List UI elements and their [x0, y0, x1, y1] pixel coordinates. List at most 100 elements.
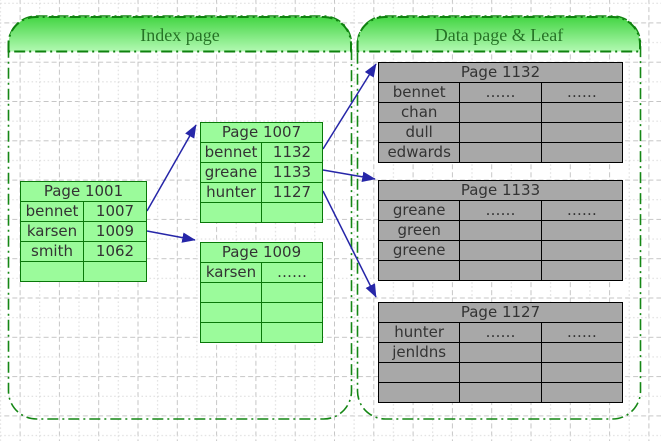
table-cell [459, 142, 542, 163]
arrow-1001-bennet-to-1007 [146, 124, 197, 212]
table-cell [459, 102, 542, 123]
data-page-container [356, 15, 642, 420]
table-cell: greane [377, 200, 461, 221]
table-cell: …… [540, 200, 624, 221]
table-row: green [377, 220, 624, 241]
table-cell [377, 382, 461, 403]
table-cell [459, 260, 542, 281]
index-page-container [7, 15, 353, 420]
table-cell: …… [540, 82, 624, 103]
table-cell [540, 122, 624, 143]
table-cell [83, 261, 147, 282]
table-cell [459, 362, 542, 383]
table-cell [261, 322, 323, 343]
table-cell: …… [540, 322, 624, 343]
table-cell: edwards [377, 142, 461, 163]
table-cell: …… [261, 262, 323, 283]
table-cell: bennet [20, 201, 84, 222]
table-row: jenldns [377, 342, 624, 363]
table-row [20, 261, 147, 282]
table-cell: 1127 [261, 182, 323, 203]
page-table-title: Page 1133 [378, 180, 623, 201]
table-row [377, 362, 624, 383]
table-header-row: Page 1133 [378, 180, 623, 201]
page-table-title: Page 1132 [378, 62, 623, 83]
table-cell [261, 202, 323, 223]
table-cell [377, 362, 461, 383]
table-cell: dull [377, 122, 461, 143]
table-row: dull [377, 122, 624, 143]
table-cell [377, 260, 461, 281]
table-row: bennet………… [377, 82, 624, 103]
table-row [200, 322, 323, 343]
table-row: hunter………… [377, 322, 624, 343]
table-cell [200, 302, 262, 323]
arrow-1001-karsen-to-1009 [146, 230, 196, 243]
table-cell [540, 142, 624, 163]
table-cell: greane [200, 162, 262, 183]
table-cell: 1062 [83, 241, 147, 262]
table-cell: hunter [200, 182, 262, 203]
table-cell: bennet [200, 142, 262, 163]
table-cell [200, 322, 262, 343]
table-cell: green [377, 220, 461, 241]
table-cell: bennet [377, 82, 461, 103]
index-page-header-band [7, 16, 352, 53]
table-cell: smith [20, 241, 84, 262]
table-row: karsen…… [200, 262, 323, 283]
page-table-title: Page 1009 [200, 242, 323, 263]
table-cell: chan [377, 102, 461, 123]
table-cell [540, 342, 624, 363]
table-cell: greene [377, 240, 461, 261]
data-page-title: Data page & Leaf [434, 25, 564, 45]
table-row: edwards [377, 142, 624, 163]
table-cell [540, 102, 624, 123]
table-cell: 1133 [261, 162, 323, 183]
table-cell [540, 362, 624, 383]
table-cell [540, 220, 624, 241]
table-row [377, 260, 624, 281]
table-cell [200, 282, 262, 303]
table-cell [540, 240, 624, 261]
table-cell: hunter [377, 322, 461, 343]
table-header-row: Page 1007 [200, 122, 323, 143]
data-page-header-band [356, 16, 641, 53]
table-cell [459, 122, 542, 143]
table-row: chan [377, 102, 624, 123]
table-cell: 1009 [83, 221, 147, 242]
arrow-1007-bennet-to-1132 [322, 63, 377, 150]
table-cell [459, 382, 542, 403]
table-header-row: Page 1009 [200, 242, 323, 263]
table-cell [459, 342, 542, 363]
table-cell [459, 240, 542, 261]
table-row: greene [377, 240, 624, 261]
table-cell [459, 220, 542, 241]
table-cell [20, 261, 84, 282]
table-cell: jenldns [377, 342, 461, 363]
table-row [200, 202, 323, 223]
table-header-row: Page 1127 [378, 302, 623, 323]
table-row [200, 282, 323, 303]
table-cell [261, 282, 323, 303]
table-cell: …… [459, 322, 542, 343]
table-header-row: Page 1132 [378, 62, 623, 83]
table-cell [540, 382, 624, 403]
table-cell: 1132 [261, 142, 323, 163]
table-cell: …… [459, 200, 542, 221]
arrow-1007-greane-to-1133 [322, 169, 376, 182]
